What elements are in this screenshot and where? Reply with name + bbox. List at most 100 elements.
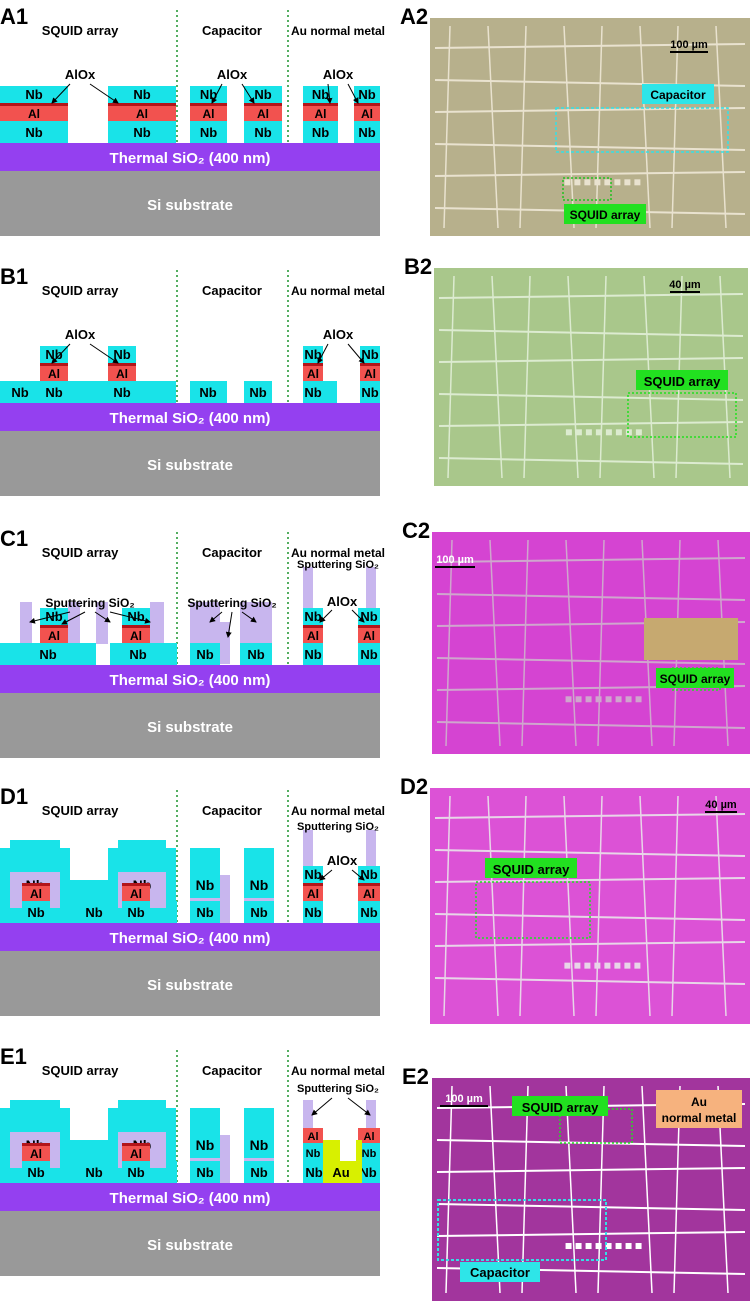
sputter-label: Sputtering SiO₂: [297, 1083, 379, 1095]
nb-bottom-electrode: [323, 381, 337, 403]
nb-bottom-electrode: [244, 381, 272, 403]
al-label: Al: [363, 887, 375, 901]
sputter-sio2-block: [96, 602, 108, 644]
circuit-trace: [434, 877, 746, 883]
squid-array-label: SQUID array: [522, 1100, 599, 1115]
nb-bottom-electrode: [22, 901, 50, 923]
alox-barrier: [244, 103, 282, 106]
annotation-arrow: [351, 869, 365, 881]
al-layer: [354, 106, 380, 121]
column-title: Capacitor: [202, 545, 262, 560]
circuit-trace: [567, 275, 579, 479]
junction-element: [584, 179, 591, 186]
circuit-trace: [434, 813, 746, 819]
nb-label: Nb: [113, 385, 130, 400]
annotation-arrow: [351, 609, 365, 623]
nb-label: Nb: [249, 385, 266, 400]
nb-label: Nb: [250, 905, 267, 920]
junction-element: [614, 179, 621, 186]
circuit-trace: [489, 539, 501, 747]
junction-element: [594, 962, 601, 969]
si-substrate-layer: [0, 431, 380, 496]
circuit-trace: [436, 593, 746, 601]
nb-bottom-electrode: [22, 1161, 50, 1183]
column-title: Capacitor: [202, 1063, 262, 1078]
si-substrate-label: Si substrate: [147, 977, 233, 994]
au-label: Au: [691, 1095, 707, 1109]
alox-barrier: [40, 625, 68, 628]
junction-element: [615, 429, 622, 436]
nb-bottom-electrode: [303, 1161, 325, 1183]
nb-top-electrode: [303, 608, 323, 625]
squid-tag: [636, 370, 728, 390]
nb-label: Nb: [360, 609, 377, 624]
junction-element: [564, 962, 571, 969]
circuit-trace: [671, 795, 679, 1017]
normal-metal-label: normal metal: [662, 1111, 737, 1125]
junction-element: [565, 429, 572, 436]
circuit-trace: [434, 171, 746, 177]
junction-element: [634, 179, 641, 186]
circuit-trace: [436, 557, 746, 563]
al-layer: [108, 366, 136, 381]
nb-label: Nb: [129, 647, 146, 662]
junction-element: [635, 1243, 642, 1250]
circuit-trace: [519, 25, 527, 229]
circuit-trace: [641, 1085, 653, 1294]
circuit-trace: [434, 977, 746, 985]
nb-bottom-electrode: [360, 381, 380, 403]
panel-label: C1: [0, 526, 28, 551]
junction-element: [635, 429, 642, 436]
annotation-arrow: [29, 611, 71, 624]
nb-label: Nb: [196, 877, 215, 893]
circuit-trace: [639, 25, 651, 229]
si-substrate-layer: [0, 171, 380, 236]
circuit-trace: [438, 357, 744, 363]
column-title: SQUID array: [42, 23, 119, 38]
alox-barrier: [122, 883, 150, 886]
nb-top-electrode: [358, 1143, 380, 1161]
column-title: SQUID array: [42, 283, 119, 298]
squid-tag: [485, 858, 577, 878]
nb-bottom-electrode: [303, 381, 323, 403]
column-title: Capacitor: [202, 803, 262, 818]
micrograph-C2-labels: SQUID array: [644, 618, 738, 691]
nb-bottom-electrode: [303, 901, 323, 923]
al-layer: [303, 886, 323, 901]
al-label: Al: [364, 367, 376, 381]
nb-label: Nb: [361, 385, 378, 400]
al-layer: [303, 366, 323, 381]
circuit-trace: [597, 539, 605, 747]
nb-bottom-electrode: [190, 901, 220, 923]
nb-label: Nb: [27, 1165, 44, 1180]
circuit-trace: [434, 849, 746, 857]
nb-label: Nb: [27, 905, 44, 920]
nb-bottom-electrode: [0, 121, 68, 143]
squid-array-label: SQUID array: [644, 374, 721, 389]
alox-barrier: [358, 883, 380, 886]
nb-wiring-layer: [68, 880, 108, 901]
al-layer: [122, 1146, 150, 1161]
junction-element: [615, 696, 622, 703]
circuit-trace: [447, 275, 455, 479]
circuit-trace: [595, 25, 603, 229]
micrograph-D2-labels: SQUID array: [475, 858, 591, 939]
junction-element: [595, 696, 602, 703]
thermal-sio2-label: Thermal SiO₂ (400 nm): [110, 1190, 271, 1207]
si-substrate-layer: [0, 693, 380, 758]
alox-label: AlOx: [327, 853, 358, 868]
squid-array-label: SQUID array: [570, 208, 641, 222]
al-label: Al: [30, 1147, 42, 1161]
nb-label: Nb: [85, 905, 102, 920]
nb-label: Nb: [312, 125, 329, 140]
annotation-arrow: [347, 1097, 371, 1116]
squid-outline: [562, 177, 612, 201]
junction-element: [585, 696, 592, 703]
junction-element: [604, 962, 611, 969]
nb-label: Nb: [127, 609, 144, 624]
al-layer: [358, 628, 380, 643]
column-title: Au normal metal: [291, 804, 385, 818]
